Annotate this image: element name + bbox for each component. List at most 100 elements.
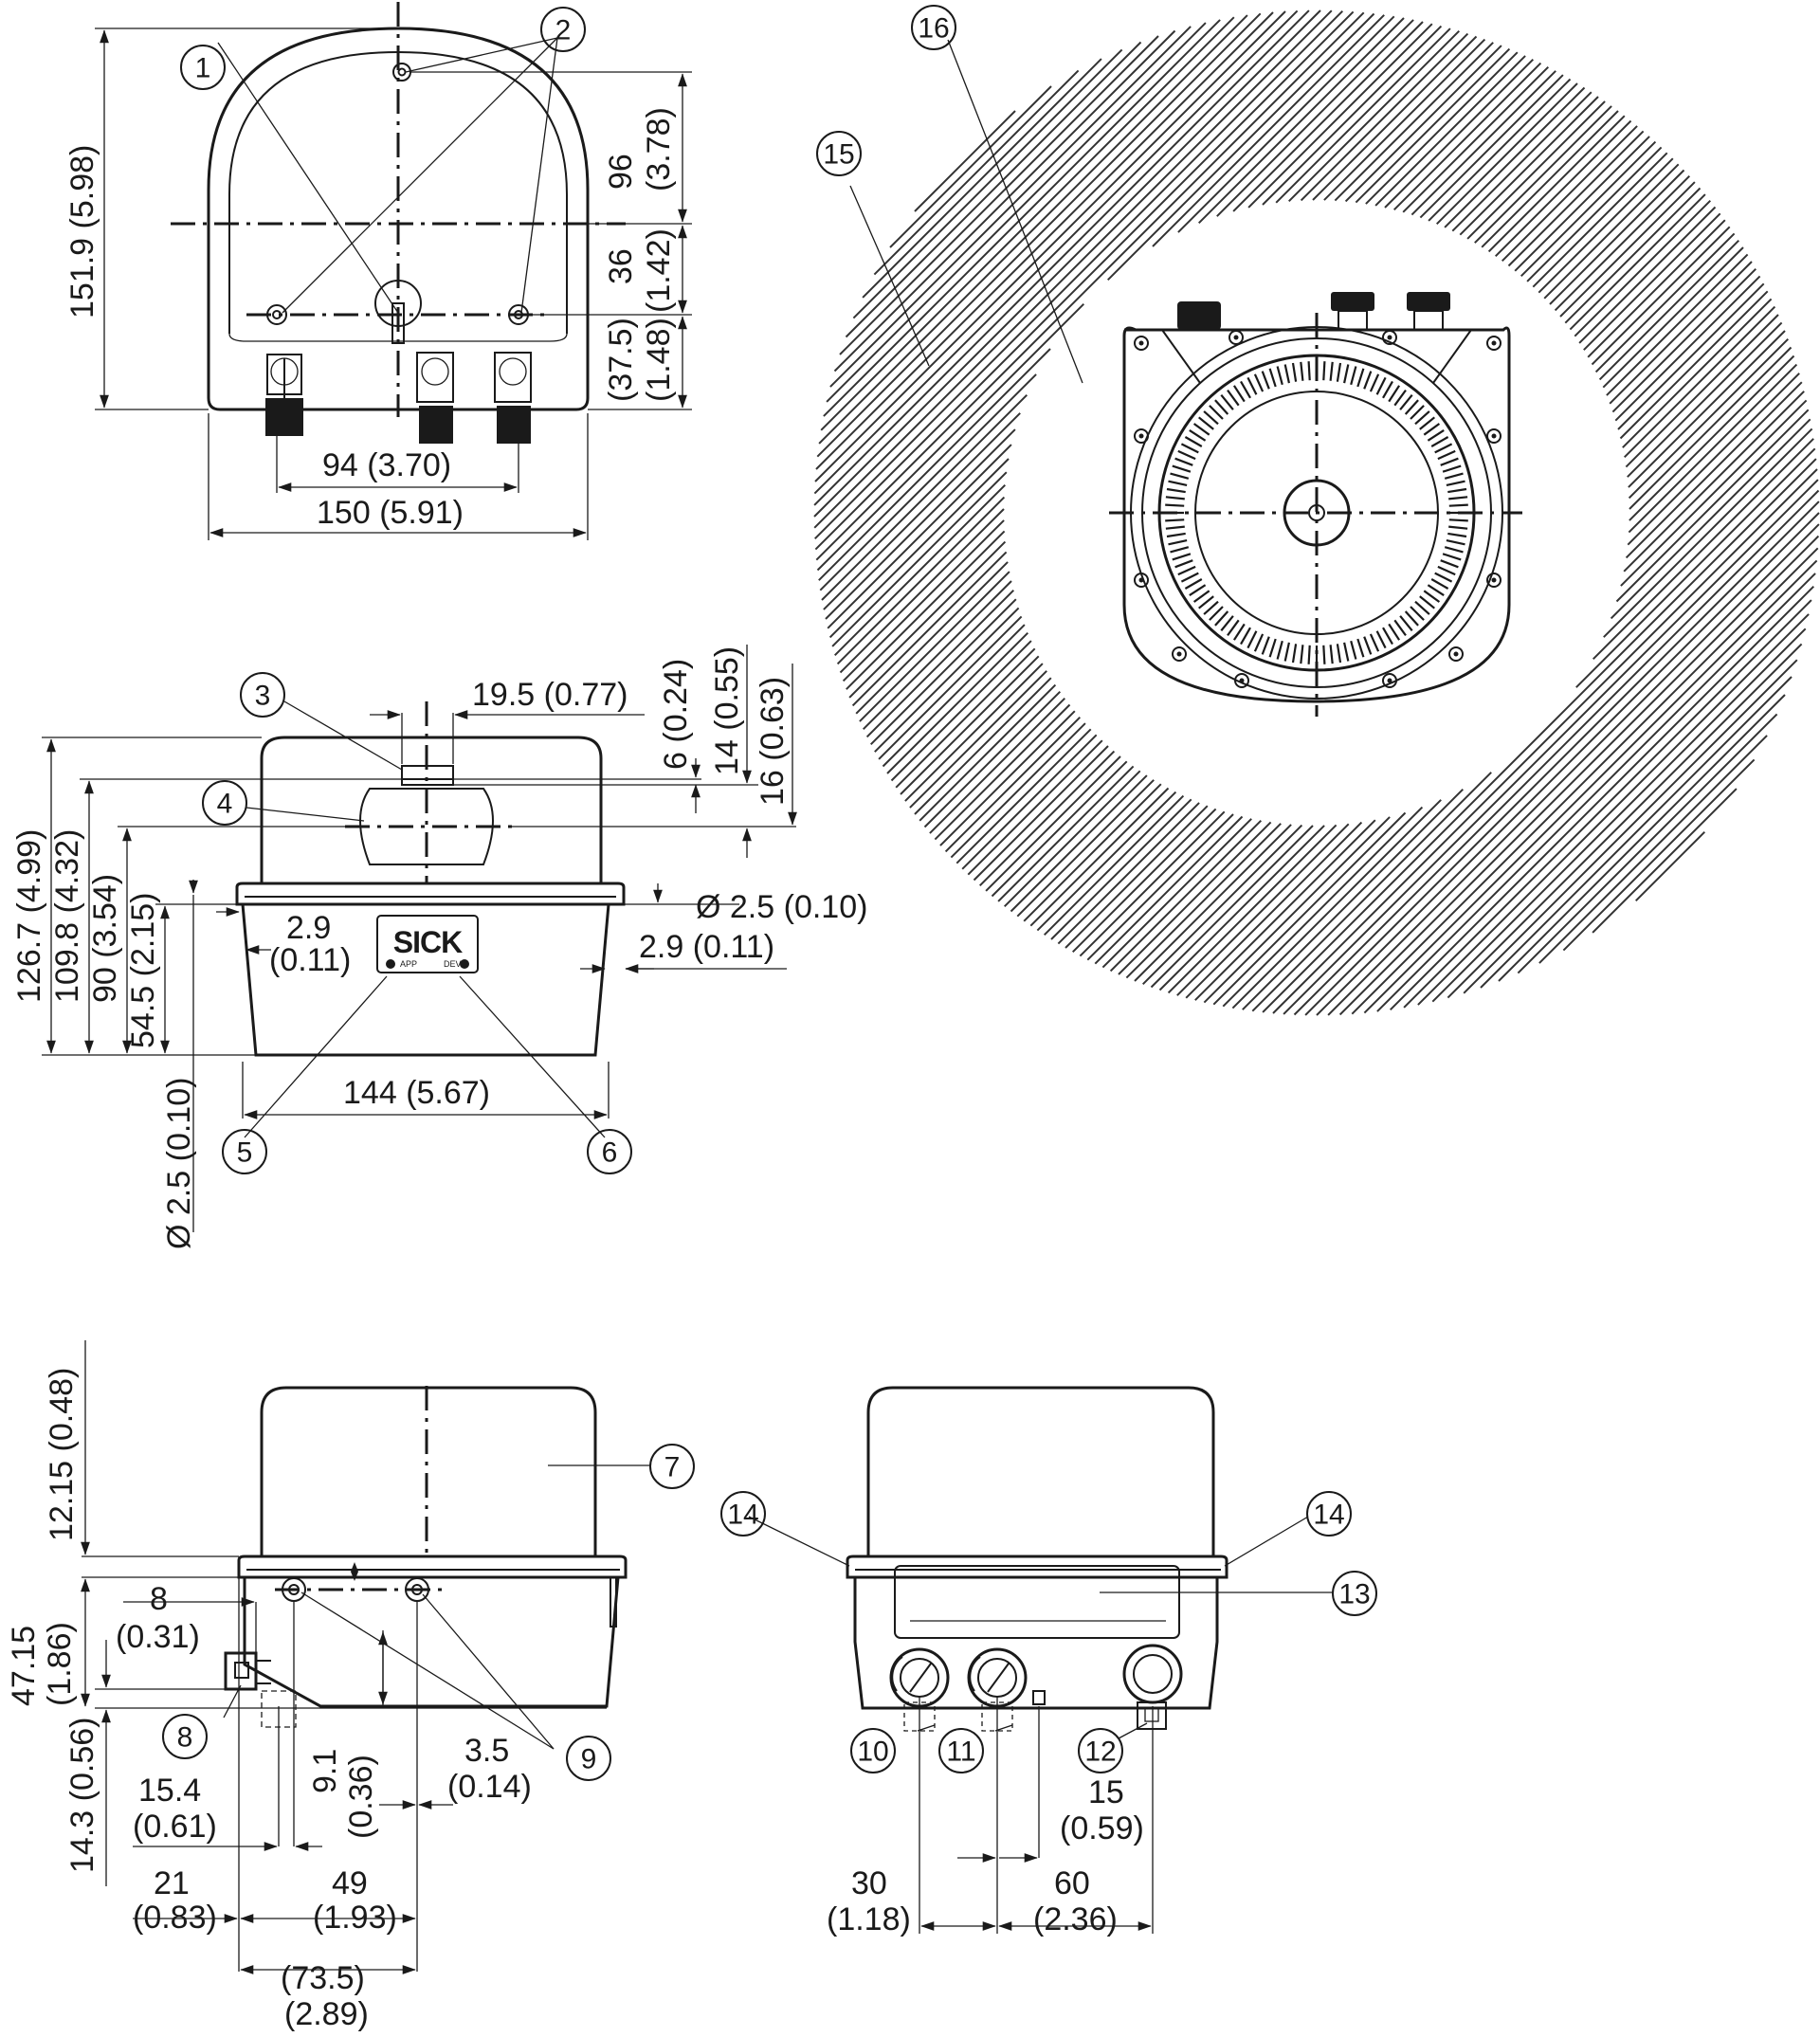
svg-text:(37.5): (37.5) — [603, 318, 639, 402]
callout-5: 5 — [222, 1129, 267, 1174]
dim-30: 30 — [851, 1865, 887, 1901]
svg-text:144 (5.67): 144 (5.67) — [343, 1075, 490, 1111]
brand-text: SICK — [393, 925, 463, 959]
dim-47-15-inch: (1.86) — [42, 1622, 78, 1706]
dim-21: 21 — [154, 1865, 190, 1901]
callout-7-label: 7 — [664, 1452, 681, 1483]
callout-16: 16 — [911, 5, 956, 50]
callout-13: 13 — [1332, 1571, 1377, 1616]
dim-49-inch: (1.93) — [313, 1900, 397, 1936]
dim-144: 144 — [343, 1075, 397, 1111]
callout-3-label: 3 — [255, 681, 271, 712]
dim-144-inch: (5.67) — [406, 1075, 490, 1111]
callout-13-label: 13 — [1338, 1579, 1370, 1610]
dim-14-3-inch: (0.56) — [64, 1718, 100, 1802]
svg-text:(1.42): (1.42) — [641, 228, 677, 313]
callout-8: 8 — [162, 1714, 208, 1759]
callout-7: 7 — [649, 1444, 695, 1489]
callout-14-right: 14 — [1306, 1491, 1352, 1537]
svg-text:(1.48): (1.48) — [641, 318, 677, 402]
callout-10: 10 — [850, 1728, 896, 1773]
callout-1-label: 1 — [195, 53, 211, 84]
ground-screw-icon — [224, 1651, 271, 1691]
dim-dia-2-5: Ø 2.5 — [696, 889, 774, 925]
dim-94: 94 — [322, 447, 358, 483]
dim-90: 90 — [87, 967, 123, 1003]
callout-10-label: 10 — [857, 1737, 888, 1768]
dim-19-5-inch: (0.77) — [544, 677, 628, 713]
connector-middle-icon — [416, 352, 454, 444]
dim-2-9-left-inch: (0.11) — [269, 942, 351, 978]
callout-11-label: 11 — [946, 1737, 975, 1768]
dim-dia-2-5-vertical: Ø 2.5 — [161, 1171, 197, 1249]
dim-8: 8 — [150, 1581, 168, 1617]
callout-14-left: 14 — [720, 1491, 766, 1537]
callout-12-label: 12 — [1084, 1737, 1116, 1768]
dim-2-9-right: 2.9 — [639, 929, 683, 965]
dim-6: 6 — [658, 752, 694, 770]
callout-1: 1 — [180, 45, 226, 90]
connector-right-icon — [494, 352, 532, 444]
dim-96-inch: (3.78) — [641, 107, 677, 191]
dim-dia-2-5-vertical-inch: (0.10) — [161, 1078, 197, 1162]
dim-73-5-inch: (2.89) — [284, 1996, 369, 2032]
dim-19-5: 19.5 — [472, 677, 535, 713]
dim-54-5-inch: (2.15) — [125, 893, 161, 977]
dim-109-8: 109.8 — [49, 922, 85, 1003]
led-dev-label: DEV — [444, 959, 462, 969]
dim-15-4-inch: (0.61) — [133, 1809, 217, 1845]
callout-4: 4 — [202, 780, 247, 826]
dim-49: 49 — [332, 1865, 368, 1901]
dim-126-7: 126.7 — [11, 922, 47, 1003]
callout-5-label: 5 — [237, 1137, 253, 1169]
svg-text:19.5 (0.77): 19.5 (0.77) — [472, 677, 628, 713]
dim-14-3: 14.3 — [64, 1810, 100, 1873]
svg-text:14 (0.55): 14 (0.55) — [709, 646, 745, 775]
dim-94-inch: (3.70) — [367, 447, 451, 483]
dim-8-inch: (0.31) — [116, 1619, 200, 1655]
svg-text:151.9 (5.98): 151.9 (5.98) — [64, 145, 100, 318]
scan-field-hatch — [813, 9, 1820, 1016]
dim-90-inch: (3.54) — [87, 874, 123, 958]
callout-2: 2 — [540, 7, 586, 52]
top-connector-icons — [1177, 292, 1450, 331]
dim-height-inch: (5.98) — [64, 145, 100, 229]
svg-text:Ø 2.5 (0.10): Ø 2.5 (0.10) — [696, 889, 867, 925]
svg-text:Ø 2.5 (0.10): Ø 2.5 (0.10) — [161, 1078, 197, 1249]
dim-12-15: 12.15 — [44, 1461, 80, 1541]
svg-text:90 (3.54): 90 (3.54) — [87, 874, 123, 1003]
housing-screws — [1134, 330, 1502, 688]
dim-2-9-left: 2.9 — [286, 910, 331, 946]
callout-4-label: 4 — [217, 789, 233, 820]
callout-6-label: 6 — [602, 1137, 618, 1169]
callout-6: 6 — [587, 1129, 632, 1174]
dim-9-1: 9.1 — [307, 1749, 343, 1793]
front-view: 12.15 (0.48) 47.15 (1.86) 14.3 (0.56) 8 … — [6, 1340, 695, 2032]
dim-12-15-inch: (0.48) — [44, 1368, 80, 1452]
port-12-icon — [1122, 1644, 1183, 1730]
dim-21-inch: (0.83) — [133, 1900, 217, 1936]
callout-9-label: 9 — [581, 1744, 597, 1775]
svg-text:16 (0.63): 16 (0.63) — [755, 677, 791, 806]
svg-text:2.9 (0.11): 2.9 (0.11) — [639, 929, 774, 965]
dim-height-151-9: 151.9 — [64, 238, 100, 318]
dim-16-inch: (0.63) — [755, 677, 791, 761]
side-view: SICK APP DEV 19.5 (0.77) 6 (0.24) 14 (0.… — [11, 645, 867, 1249]
callout-3: 3 — [240, 672, 285, 718]
svg-text:(3.78): (3.78) — [641, 107, 677, 191]
led-app-label: APP — [400, 959, 417, 969]
connector-left-icon — [265, 354, 303, 436]
svg-text:36: 36 — [603, 248, 639, 284]
callout-14-left-label: 14 — [727, 1500, 758, 1531]
callout-9: 9 — [566, 1736, 611, 1781]
dim-30-inch: (1.18) — [827, 1901, 911, 1937]
sick-logo: SICK APP DEV — [376, 915, 479, 973]
svg-text:54.5 (2.15): 54.5 (2.15) — [125, 893, 161, 1048]
svg-text:14.3 (0.56): 14.3 (0.56) — [64, 1718, 100, 1873]
dim-15: 15 — [1088, 1774, 1124, 1810]
dim-96: 96 — [603, 154, 639, 190]
back-view: 15 (0.59) 30 (1.18) 60 (2.36) 10 11 12 1… — [720, 1386, 1377, 1937]
scan-field-view: 15 16 — [813, 5, 1820, 1016]
dim-14-inch: (0.55) — [709, 646, 745, 731]
dim-150-inch: (5.91) — [379, 495, 464, 531]
